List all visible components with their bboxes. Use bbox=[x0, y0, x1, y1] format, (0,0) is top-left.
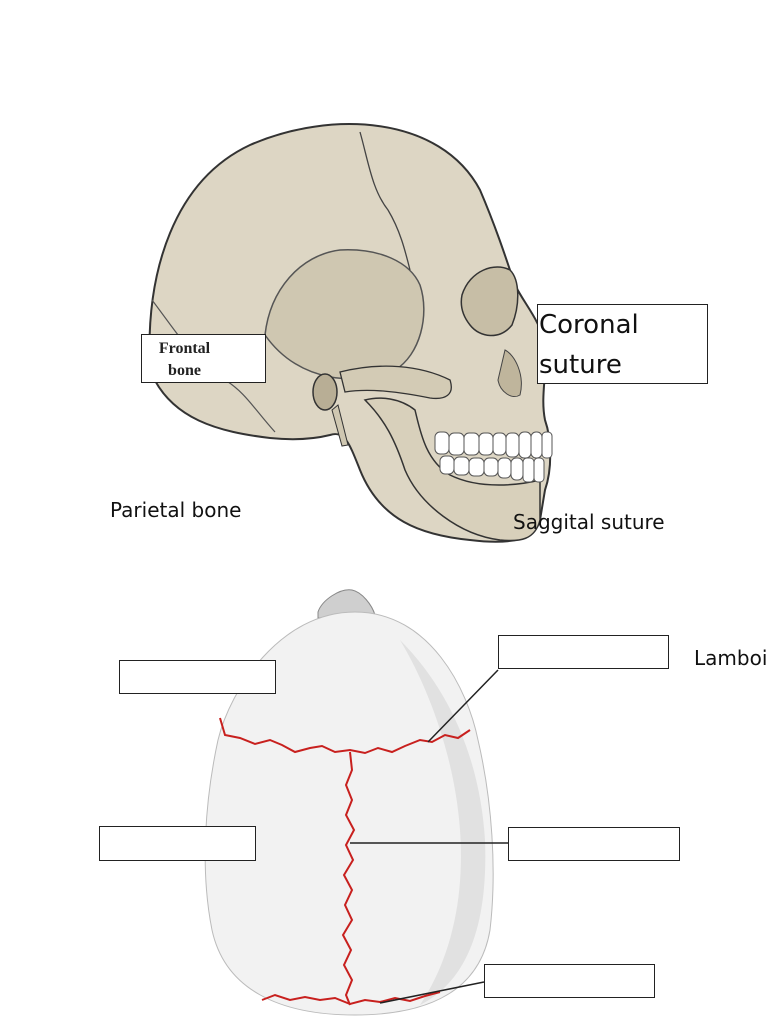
mandible-shape bbox=[363, 397, 541, 542]
lambdoid-label-cropped: Lamboi bbox=[694, 646, 768, 670]
teeth-group bbox=[434, 431, 553, 483]
blank-label-box-right-middle[interactable] bbox=[508, 827, 680, 861]
leader-line-coronal bbox=[427, 669, 499, 743]
frontal-label-line1: Frontal bbox=[158, 340, 211, 357]
ear-canal-shape bbox=[312, 373, 338, 411]
orbit-shape bbox=[460, 266, 519, 337]
coronal-suture-line bbox=[359, 131, 411, 271]
leader-line-lambdoid bbox=[379, 981, 485, 1004]
blank-label-box-left-upper[interactable] bbox=[119, 660, 276, 694]
lambdoid-suture-red bbox=[261, 991, 441, 1006]
parietal-bone-label: Parietal bone bbox=[110, 498, 242, 522]
skull-dome-shape bbox=[204, 611, 494, 1016]
coronal-suture-box: Coronal suture bbox=[537, 304, 708, 384]
coronal-suture-red bbox=[219, 717, 471, 755]
frontal-label-line2: bone bbox=[168, 362, 201, 379]
nasal-shape bbox=[497, 349, 522, 397]
blank-label-box-right-upper[interactable] bbox=[498, 635, 669, 669]
saggital-suture-label: Saggital suture bbox=[513, 510, 665, 534]
styloid-process-shape bbox=[331, 404, 349, 447]
dome-shading bbox=[400, 640, 486, 1005]
zygomatic-arch-shape bbox=[339, 365, 452, 400]
nasal-tip-shape bbox=[317, 589, 376, 619]
blank-label-box-bottom[interactable] bbox=[484, 964, 655, 998]
coronal-label-line1: Coronal bbox=[539, 310, 639, 340]
blank-label-box-left-middle[interactable] bbox=[99, 826, 256, 861]
sagittal-suture-red bbox=[341, 751, 356, 1006]
coronal-label-line2: suture bbox=[539, 350, 622, 380]
frontal-bone-box: Frontal bone bbox=[141, 334, 266, 383]
